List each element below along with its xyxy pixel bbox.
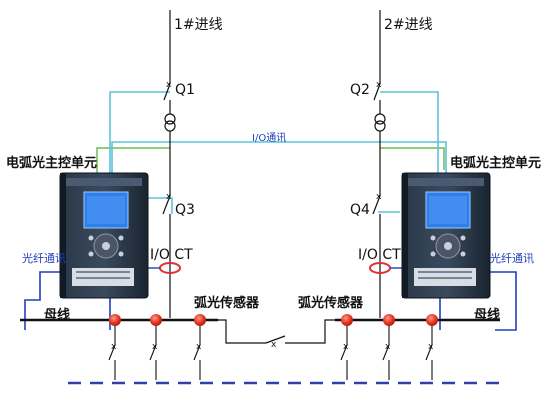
svg-text:x: x xyxy=(152,342,158,352)
arc-sensor-2 xyxy=(150,314,162,326)
io-line-right-top xyxy=(380,91,439,176)
breaker-q3-blade xyxy=(162,195,171,215)
q3-x-mark: x xyxy=(166,192,172,202)
breaker-q2-label: Q2 xyxy=(350,82,370,98)
svg-text:x: x xyxy=(196,342,202,352)
fiber-right xyxy=(490,271,517,331)
fiber-comm-right-label: 光纤通讯 xyxy=(490,252,534,265)
main-unit-right-device xyxy=(401,172,491,299)
coupler-blade xyxy=(265,335,286,344)
outgoing-feeders xyxy=(108,320,433,380)
incomer-1-label: 1#进线 xyxy=(174,17,223,33)
arc-sensors xyxy=(109,314,438,326)
q1-x-mark: x xyxy=(166,80,172,90)
arc-sensor-1 xyxy=(109,314,121,326)
breaker-q3-label: Q3 xyxy=(175,202,195,218)
q2-x-mark: x xyxy=(376,80,382,90)
bus-coupler xyxy=(218,319,335,344)
breaker-q4-label: Q4 xyxy=(350,202,370,218)
arc-sensor-3 xyxy=(194,314,206,326)
io-line-left-top xyxy=(109,91,170,176)
busbar-right-label: 母线 xyxy=(474,308,501,323)
incomer-2-label: 2#进线 xyxy=(384,17,433,33)
fiber-left xyxy=(24,271,65,330)
ct-link-right xyxy=(380,147,445,170)
main-unit-left-label: 电弧光主控单元 xyxy=(6,156,98,171)
svg-text:x: x xyxy=(385,342,391,352)
io-line-left-q3 xyxy=(148,197,173,214)
feeder-1 xyxy=(162,10,176,318)
ct-right-upper-2 xyxy=(374,120,386,132)
q4-x-mark: x xyxy=(376,192,382,202)
io-comm-lines xyxy=(109,91,447,214)
ct-link-left xyxy=(96,147,170,178)
breaker-q1-blade xyxy=(163,83,171,101)
svg-text:x: x xyxy=(343,342,349,352)
io-ct-right-label: I/O CT xyxy=(358,247,401,263)
feeder-2 xyxy=(372,10,386,318)
breaker-q2-blade xyxy=(373,83,381,101)
arc-sensor-5 xyxy=(383,314,395,326)
io-comm-label: I/O通讯 xyxy=(252,133,287,144)
arc-sensor-left-label: 弧光传感器 xyxy=(194,296,260,311)
fiber-comm-left-label: 光纤通讯 xyxy=(22,252,66,265)
ct-right-upper-1 xyxy=(374,113,386,125)
ct-left-upper-2 xyxy=(164,120,176,132)
svg-text:x: x xyxy=(428,342,434,352)
breaker-q4-blade xyxy=(372,195,381,215)
screen-left xyxy=(83,191,129,229)
arc-sensor-right-label: 弧光传感器 xyxy=(298,296,364,311)
io-comm-bus xyxy=(111,141,447,178)
main-unit-right-label: 电弧光主控单元 xyxy=(450,156,542,171)
svg-text:x: x xyxy=(111,342,117,352)
arc-sensor-4 xyxy=(341,314,353,326)
breaker-q1-label: Q1 xyxy=(175,82,195,98)
fiber-lines xyxy=(24,271,517,331)
arc-sensor-6 xyxy=(426,314,438,326)
busbar-left-label: 母线 xyxy=(44,308,71,323)
coupler-x-mark: x xyxy=(271,340,277,350)
io-ct-left-label: I/O CT xyxy=(150,247,193,263)
ct-link-lines xyxy=(96,147,445,178)
main-unit-left-device xyxy=(59,172,149,299)
ct-left-upper-1 xyxy=(164,113,176,125)
screen-right xyxy=(425,191,471,229)
